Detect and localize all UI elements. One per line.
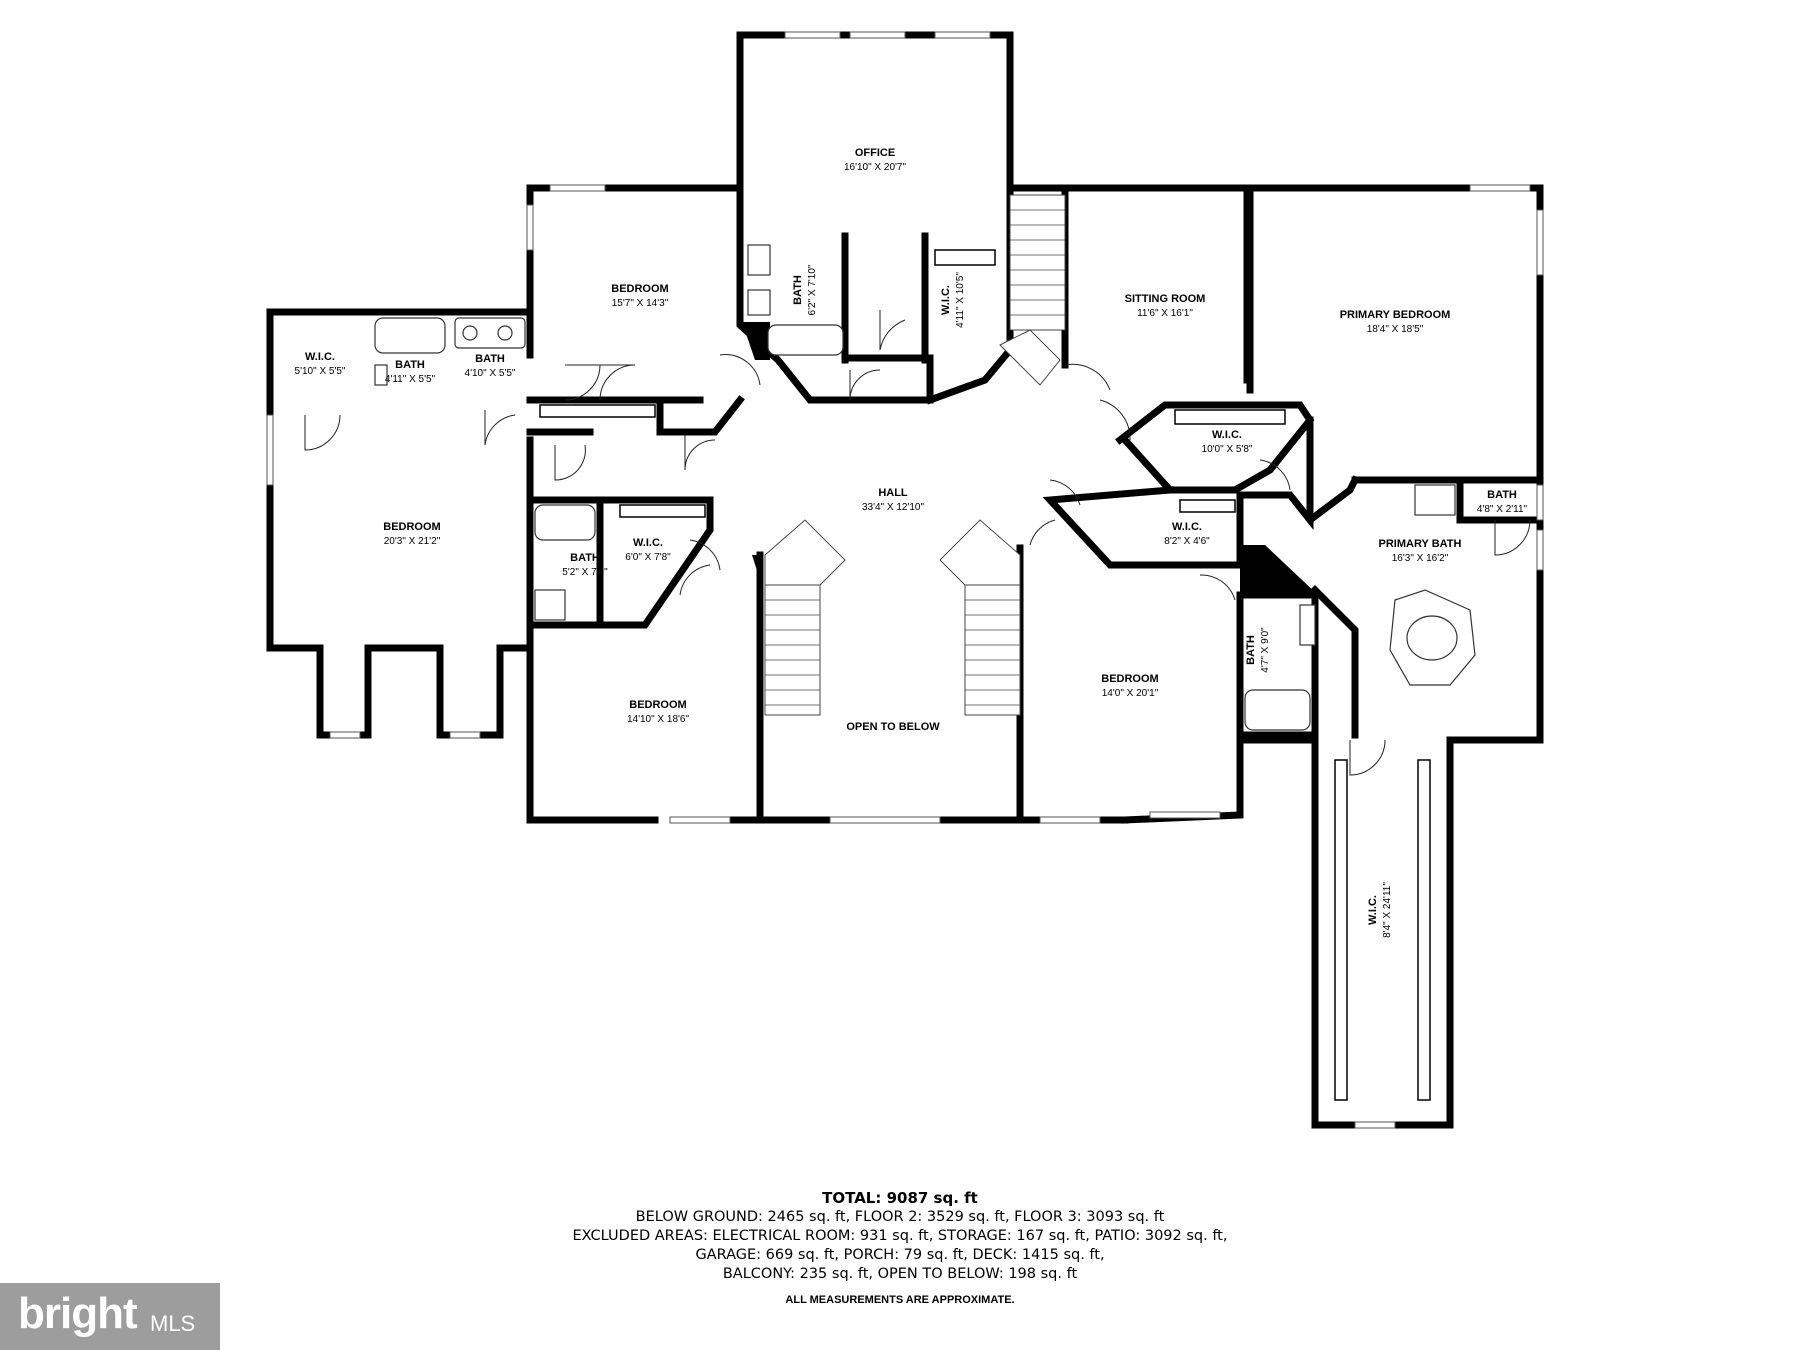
svg-text:33'4" X 12'10": 33'4" X 12'10" bbox=[862, 502, 925, 513]
svg-text:W.I.C.: W.I.C. bbox=[1367, 895, 1379, 925]
chase bbox=[742, 322, 770, 360]
room-wic-left: W.I.C. 5'10" X 5'5" bbox=[295, 351, 346, 377]
fixtures bbox=[374, 244, 1476, 731]
svg-text:18'4" X 18'5": 18'4" X 18'5" bbox=[1367, 324, 1424, 335]
room-bedroom-bottom: BEDROOM 14'10" X 18'6" bbox=[627, 699, 690, 725]
svg-text:16'10" X 20'7": 16'10" X 20'7" bbox=[844, 162, 907, 173]
room-primary-bath: PRIMARY BATH 16'3" X 16'2" bbox=[1379, 538, 1462, 564]
room-wic-mid: W.I.C. 6'0" X 7'8" bbox=[625, 537, 671, 563]
svg-text:BEDROOM: BEDROOM bbox=[611, 283, 668, 295]
svg-text:W.I.C.: W.I.C. bbox=[1172, 521, 1202, 533]
room-labels: OFFICE 16'10" X 20'7" BEDROOM 15'7" X 14… bbox=[295, 147, 1528, 938]
room-bath-left2: BATH 4'10" X 5'5" bbox=[465, 353, 516, 379]
summary-line-4: BALCONY: 235 sq. ft, OPEN TO BELOW: 198 … bbox=[722, 1266, 1078, 1282]
svg-text:BATH: BATH bbox=[475, 353, 505, 365]
svg-text:8'4" X 24'11": 8'4" X 24'11" bbox=[1382, 882, 1393, 938]
room-wic-office: W.I.C. 4'11" X 10'5" bbox=[940, 272, 966, 328]
room-bath-mid: BATH 5'2" X 7'8" bbox=[562, 552, 608, 578]
svg-text:BEDROOM: BEDROOM bbox=[383, 521, 440, 533]
svg-text:6'2" X 7'10": 6'2" X 7'10" bbox=[807, 264, 818, 315]
room-bath-left1: BATH 4'11" X 5'5" bbox=[385, 359, 436, 385]
svg-text:PRIMARY BEDROOM: PRIMARY BEDROOM bbox=[1340, 309, 1451, 321]
walls bbox=[266, 31, 1544, 1129]
closet-shelves bbox=[539, 249, 1431, 1101]
svg-text:BATH: BATH bbox=[395, 359, 425, 371]
chase bbox=[1240, 545, 1318, 595]
room-bedroom-left: BEDROOM 20'3" X 21'2" bbox=[383, 521, 440, 547]
svg-text:BATH: BATH bbox=[1487, 489, 1517, 501]
room-sitting-room: SITTING ROOM 11'6" X 16'1" bbox=[1125, 293, 1206, 319]
room-bedroom-right: BEDROOM 14'0" X 20'1" bbox=[1101, 673, 1158, 699]
svg-text:4'7" X 9'0": 4'7" X 9'0" bbox=[1260, 627, 1271, 673]
svg-text:HALL: HALL bbox=[878, 487, 908, 499]
svg-text:W.I.C.: W.I.C. bbox=[1212, 429, 1242, 441]
svg-text:4'11" X 10'5": 4'11" X 10'5" bbox=[955, 272, 966, 328]
summary-line-2: EXCLUDED AREAS: ELECTRICAL ROOM: 931 sq.… bbox=[572, 1228, 1228, 1244]
room-wic-right: W.I.C. 8'2" X 4'6" bbox=[1164, 521, 1210, 547]
svg-text:5'10" X 5'5": 5'10" X 5'5" bbox=[295, 366, 346, 377]
disclaimer: ALL MEASUREMENTS ARE APPROXIMATE. bbox=[785, 1294, 1015, 1306]
svg-text:BEDROOM: BEDROOM bbox=[629, 699, 686, 711]
svg-text:W.I.C.: W.I.C. bbox=[305, 351, 335, 363]
room-wic-center: W.I.C. 10'0" X 5'8" bbox=[1202, 429, 1253, 455]
svg-text:11'6" X 16'1": 11'6" X 16'1" bbox=[1137, 308, 1193, 319]
room-bath-small: BATH 4'8" X 2'11" bbox=[1477, 489, 1528, 515]
windows bbox=[266, 31, 1544, 1129]
svg-text:BEDROOM: BEDROOM bbox=[1101, 673, 1158, 685]
room-bath-right: BATH 4'7" X 9'0" bbox=[1245, 627, 1271, 673]
room-bath-office: BATH 6'2" X 7'10" bbox=[792, 264, 818, 315]
svg-text:4'8" X 2'11": 4'8" X 2'11" bbox=[1477, 504, 1528, 515]
summary-line-3: GARAGE: 669 sq. ft, PORCH: 79 sq. ft, DE… bbox=[695, 1247, 1105, 1263]
bright-mls-logo: bright MLS bbox=[0, 1283, 220, 1350]
room-bedroom-top: BEDROOM 15'7" X 14'3" bbox=[611, 283, 668, 309]
area-summary: TOTAL: 9087 sq. ft BELOW GROUND: 2465 sq… bbox=[400, 1188, 1400, 1306]
svg-text:SITTING ROOM: SITTING ROOM bbox=[1125, 293, 1206, 305]
summary-line-1: BELOW GROUND: 2465 sq. ft, FLOOR 2: 3529… bbox=[635, 1209, 1165, 1225]
svg-text:14'0" X 20'1": 14'0" X 20'1" bbox=[1102, 688, 1159, 699]
svg-text:W.I.C.: W.I.C. bbox=[633, 537, 663, 549]
svg-text:5'2" X 7'8": 5'2" X 7'8" bbox=[562, 567, 608, 578]
svg-text:OPEN TO BELOW: OPEN TO BELOW bbox=[846, 721, 940, 733]
svg-text:W.I.C.: W.I.C. bbox=[940, 285, 952, 315]
svg-text:8'2" X 4'6": 8'2" X 4'6" bbox=[1164, 536, 1210, 547]
svg-text:BATH: BATH bbox=[570, 552, 600, 564]
doors bbox=[304, 310, 1531, 776]
chase bbox=[752, 555, 760, 580]
svg-text:14'10" X 18'6": 14'10" X 18'6" bbox=[627, 714, 690, 725]
room-wic-long: W.I.C. 8'4" X 24'11" bbox=[1367, 882, 1393, 938]
svg-text:PRIMARY BATH: PRIMARY BATH bbox=[1379, 538, 1462, 550]
svg-text:4'10" X 5'5": 4'10" X 5'5" bbox=[465, 368, 516, 379]
svg-text:BATH: BATH bbox=[792, 275, 804, 305]
logo-mls: MLS bbox=[150, 1311, 196, 1336]
svg-text:16'3" X 16'2": 16'3" X 16'2" bbox=[1392, 553, 1449, 564]
logo-brand: bright bbox=[18, 1289, 138, 1338]
room-office: OFFICE 16'10" X 20'7" bbox=[844, 147, 907, 173]
room-hall: HALL 33'4" X 12'10" bbox=[862, 487, 925, 513]
svg-text:BATH: BATH bbox=[1245, 635, 1257, 665]
svg-text:15'7" X 14'3": 15'7" X 14'3" bbox=[612, 298, 669, 309]
svg-text:6'0" X 7'8": 6'0" X 7'8" bbox=[625, 552, 671, 563]
room-primary-bedroom: PRIMARY BEDROOM 18'4" X 18'5" bbox=[1340, 309, 1451, 335]
stairs bbox=[764, 194, 1066, 716]
total-area: TOTAL: 9087 sq. ft bbox=[822, 1189, 978, 1207]
svg-text:4'11" X 5'5": 4'11" X 5'5" bbox=[385, 374, 436, 385]
svg-text:OFFICE: OFFICE bbox=[855, 147, 895, 159]
svg-text:20'3" X 21'2": 20'3" X 21'2" bbox=[384, 536, 441, 547]
svg-text:10'0" X 5'8": 10'0" X 5'8" bbox=[1202, 444, 1253, 455]
room-open-below: OPEN TO BELOW bbox=[846, 721, 940, 733]
